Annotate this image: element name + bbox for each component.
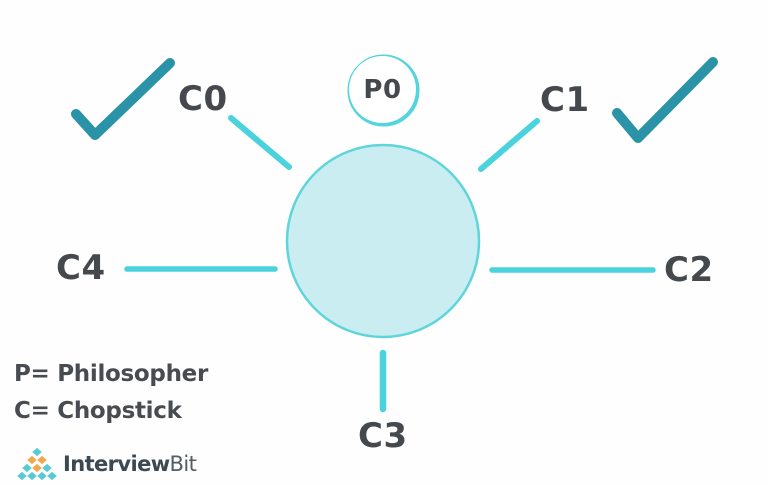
logo-diamond [17,471,27,481]
logo-diamond [32,463,42,473]
legend-philosopher: P= Philosopher [14,361,209,387]
logo-diamond [27,471,37,481]
legend-chopstick: C= Chopstick [14,398,182,424]
chopstick-label-c0: C0 [178,79,228,119]
logo-diamond [32,447,42,457]
checkmark-icon-right [612,57,718,143]
logo-text-primary: Interview [63,452,170,476]
chopstick-label-c1: C1 [540,80,590,120]
logo-diamond [47,471,57,481]
chopstick-c1-line [478,118,540,172]
philosopher-label: P0 [363,74,402,105]
checkmark-icon-left [71,58,175,140]
logo-diamond [42,463,52,473]
table-circle [285,143,481,339]
chopstick-label-c4: C4 [56,248,106,288]
philosopher-node: P0 [349,56,416,123]
logo-diamond [37,455,47,465]
interviewbit-pyramid-icon [17,447,57,481]
chopstick-label-c2: C2 [664,250,714,290]
logo-diamond [37,471,47,481]
chopstick-label-c3: C3 [358,416,408,456]
chopstick-c0-line [228,115,292,170]
interviewbit-logo: InterviewBit [17,446,217,482]
interviewbit-wordmark: InterviewBit [63,452,197,476]
logo-diamond [27,455,37,465]
logo-text-secondary: Bit [169,452,197,476]
logo-diamond [22,463,32,473]
